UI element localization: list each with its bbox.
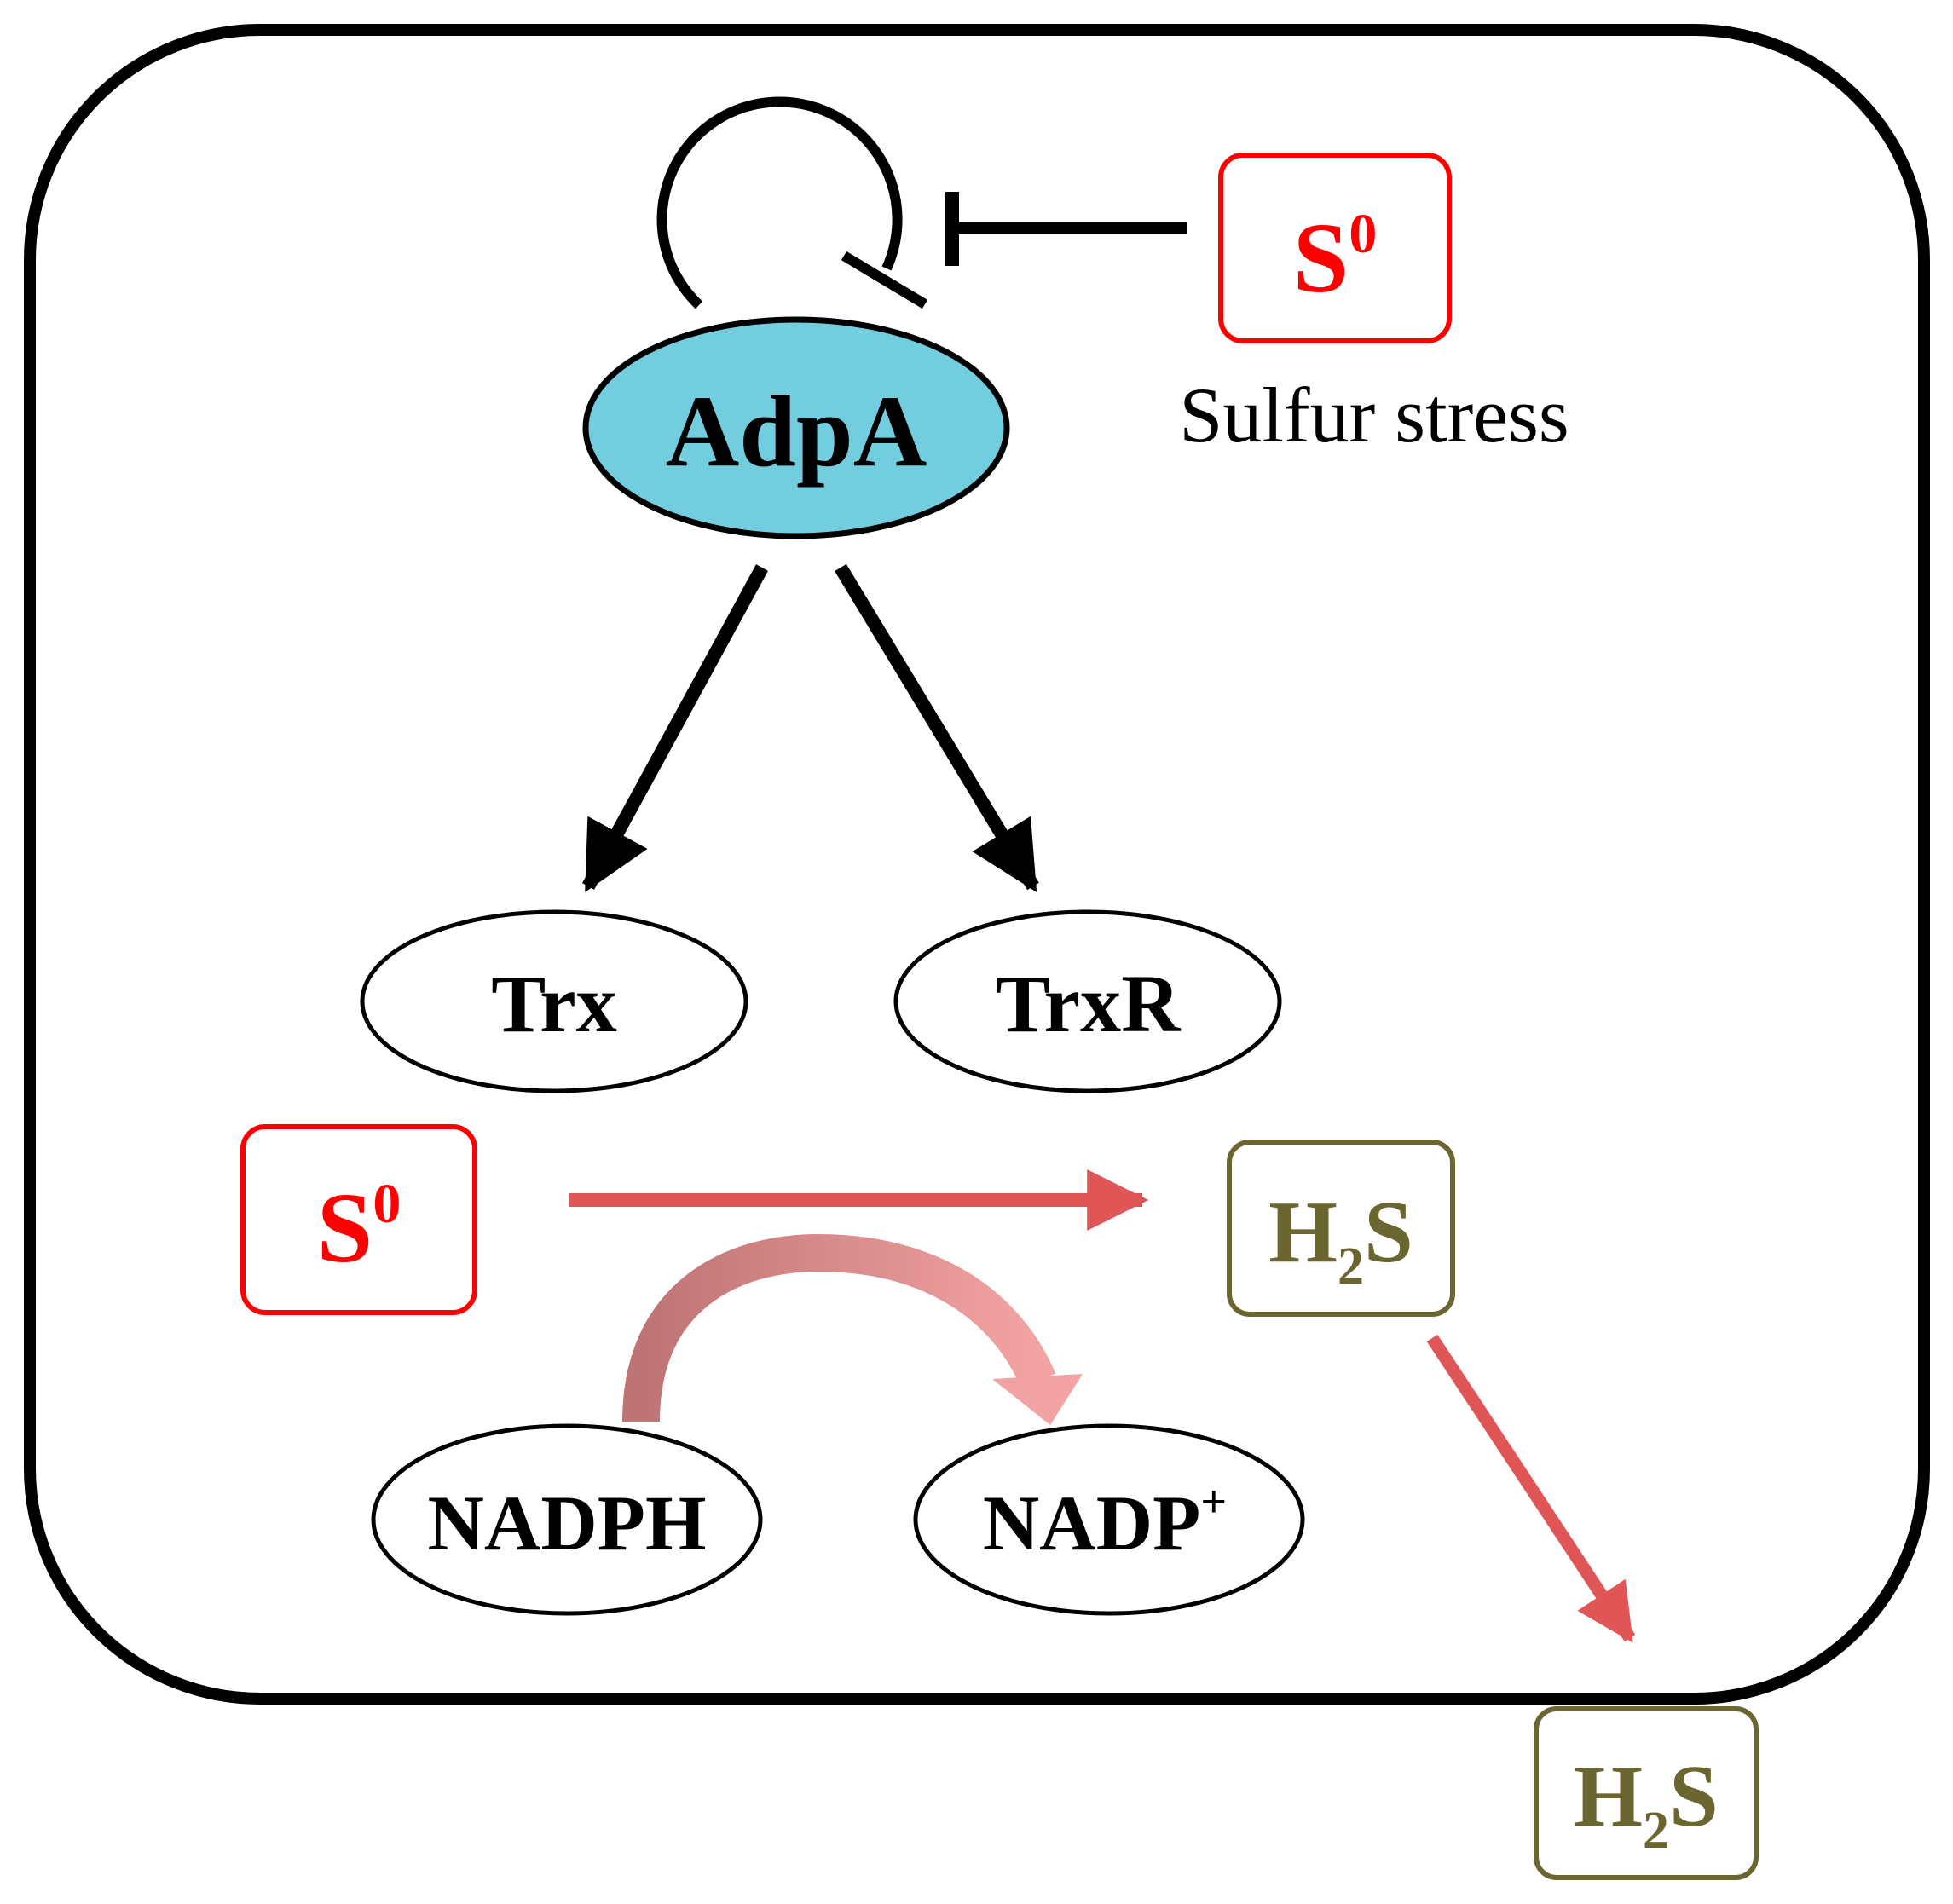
nadp-node: NADP+ xyxy=(913,1423,1305,1616)
trx-node: Trx xyxy=(360,909,748,1093)
nadp-superscript: + xyxy=(1200,1476,1227,1527)
h2s-in-subscript: 2 xyxy=(1338,1238,1364,1295)
h2s-out-subscript: 2 xyxy=(1643,1802,1669,1860)
nadph-to-nadp-arrow xyxy=(622,1233,1083,1425)
adpa-node: AdpA xyxy=(582,316,1010,539)
nadph-node: NADPH xyxy=(371,1423,763,1616)
adpa-to-trx-arrow xyxy=(581,564,769,893)
h2s-out-label: H2S xyxy=(1574,1747,1719,1860)
h2s-export-arrow xyxy=(1426,1334,1636,1643)
nadp-base: NADP xyxy=(983,1480,1201,1566)
intracellular-h2s-box: H2S xyxy=(1227,1140,1455,1317)
s0-top-base: S xyxy=(1293,202,1349,314)
extracellular-h2s-box: H2S xyxy=(1534,1706,1759,1880)
h2s-in-h: H xyxy=(1268,1183,1338,1281)
nadp-label: NADP+ xyxy=(983,1476,1227,1566)
trxr-node: TrxR xyxy=(893,909,1282,1093)
s0-mid-label: S0 xyxy=(317,1172,402,1284)
h2s-in-s: S xyxy=(1364,1183,1413,1281)
s0-mid-base: S xyxy=(317,1172,373,1284)
trxr-label: TrxR xyxy=(996,958,1182,1049)
h2s-out-s: S xyxy=(1669,1747,1719,1845)
s0-mid-superscript: 0 xyxy=(373,1173,401,1235)
h2s-out-h: H xyxy=(1574,1747,1643,1845)
nadph-label: NADPH xyxy=(427,1480,706,1566)
adpa-to-trxr-arrow xyxy=(835,563,1039,892)
cell-boundary xyxy=(24,24,1930,1705)
trx-label: Trx xyxy=(491,958,617,1049)
sulfur-stress-label: Sulfur stress xyxy=(1179,372,1569,459)
sulfur-inhibition-arrow xyxy=(945,192,1187,266)
s0-top-label: S0 xyxy=(1293,202,1378,314)
sulfur-stress-s0-box: S0 xyxy=(1218,153,1452,343)
intracellular-s0-box: S0 xyxy=(240,1124,477,1315)
s0-top-superscript: 0 xyxy=(1349,203,1377,265)
h2s-in-label: H2S xyxy=(1268,1183,1413,1295)
adpa-label: AdpA xyxy=(666,374,927,488)
adpa-self-repression-loop xyxy=(656,96,928,309)
